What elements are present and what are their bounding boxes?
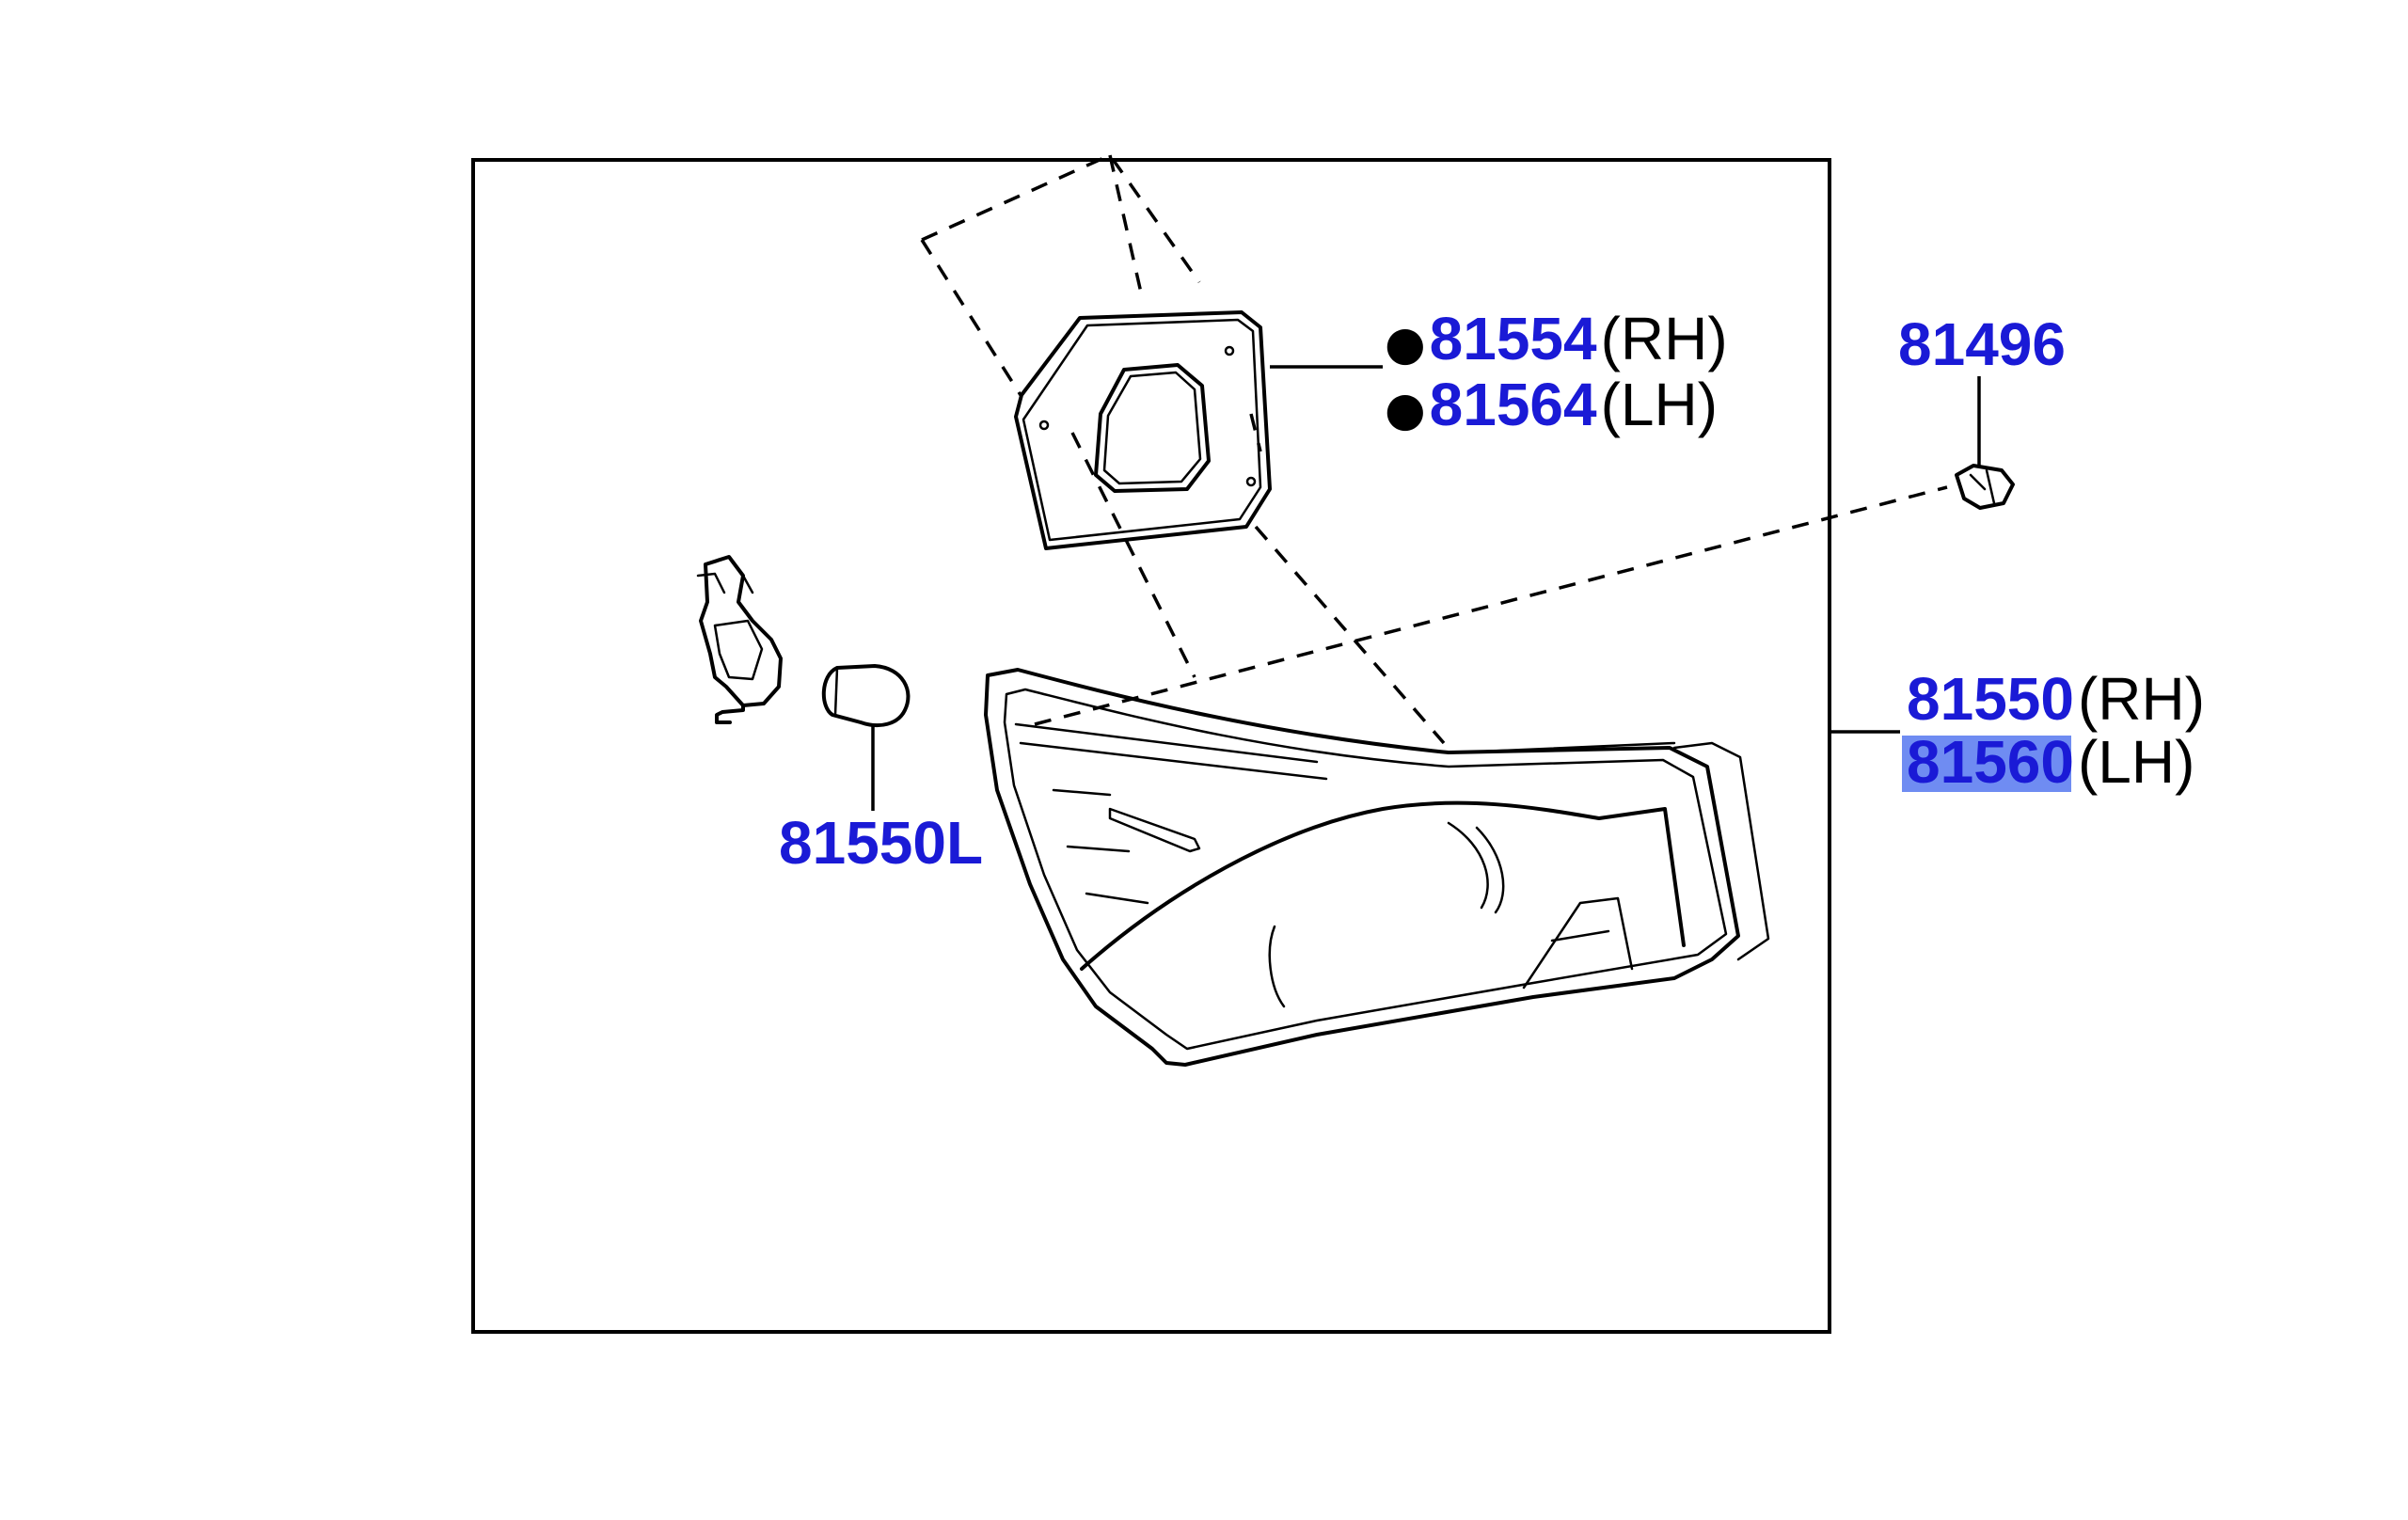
clip-drawing xyxy=(1955,376,2015,510)
gasket-lh-side: (LH) xyxy=(1601,371,1718,438)
lamp-lh-callout: 81560 (LH) xyxy=(1907,728,2194,796)
bulb-socket-drawing xyxy=(696,555,911,811)
part-link-81550L[interactable]: 81550L xyxy=(779,809,983,877)
gasket-rh-callout: ● 81554 (RH) xyxy=(1385,305,1728,372)
part-link-81496[interactable]: 81496 xyxy=(1898,310,2066,378)
lamp-rh-callout: 81550 (RH) xyxy=(1907,665,2205,733)
tail-lamp-drawing xyxy=(984,668,1770,1067)
selection-highlight xyxy=(1902,736,2071,792)
gasket-rh-side: (RH) xyxy=(1601,305,1728,372)
part-link-81560[interactable]: 81560 xyxy=(1907,728,2074,796)
gasket-rh-bullet: ● xyxy=(1385,316,1426,371)
gasket-drawing xyxy=(1014,310,1272,550)
part-link-81550[interactable]: 81550 xyxy=(1907,665,2074,733)
lamp-rh-side: (RH) xyxy=(2078,665,2205,733)
part-link-81554[interactable]: 81554 xyxy=(1430,305,1597,372)
diagram-frame xyxy=(471,158,1831,1334)
lamp-lh-side: (LH) xyxy=(2078,728,2194,796)
part-link-81564[interactable]: 81564 xyxy=(1430,371,1597,438)
dashed-guides xyxy=(920,152,1948,745)
gasket-lh-callout: ● 81564 (LH) xyxy=(1385,371,1718,438)
gasket-lh-bullet: ● xyxy=(1385,382,1426,436)
